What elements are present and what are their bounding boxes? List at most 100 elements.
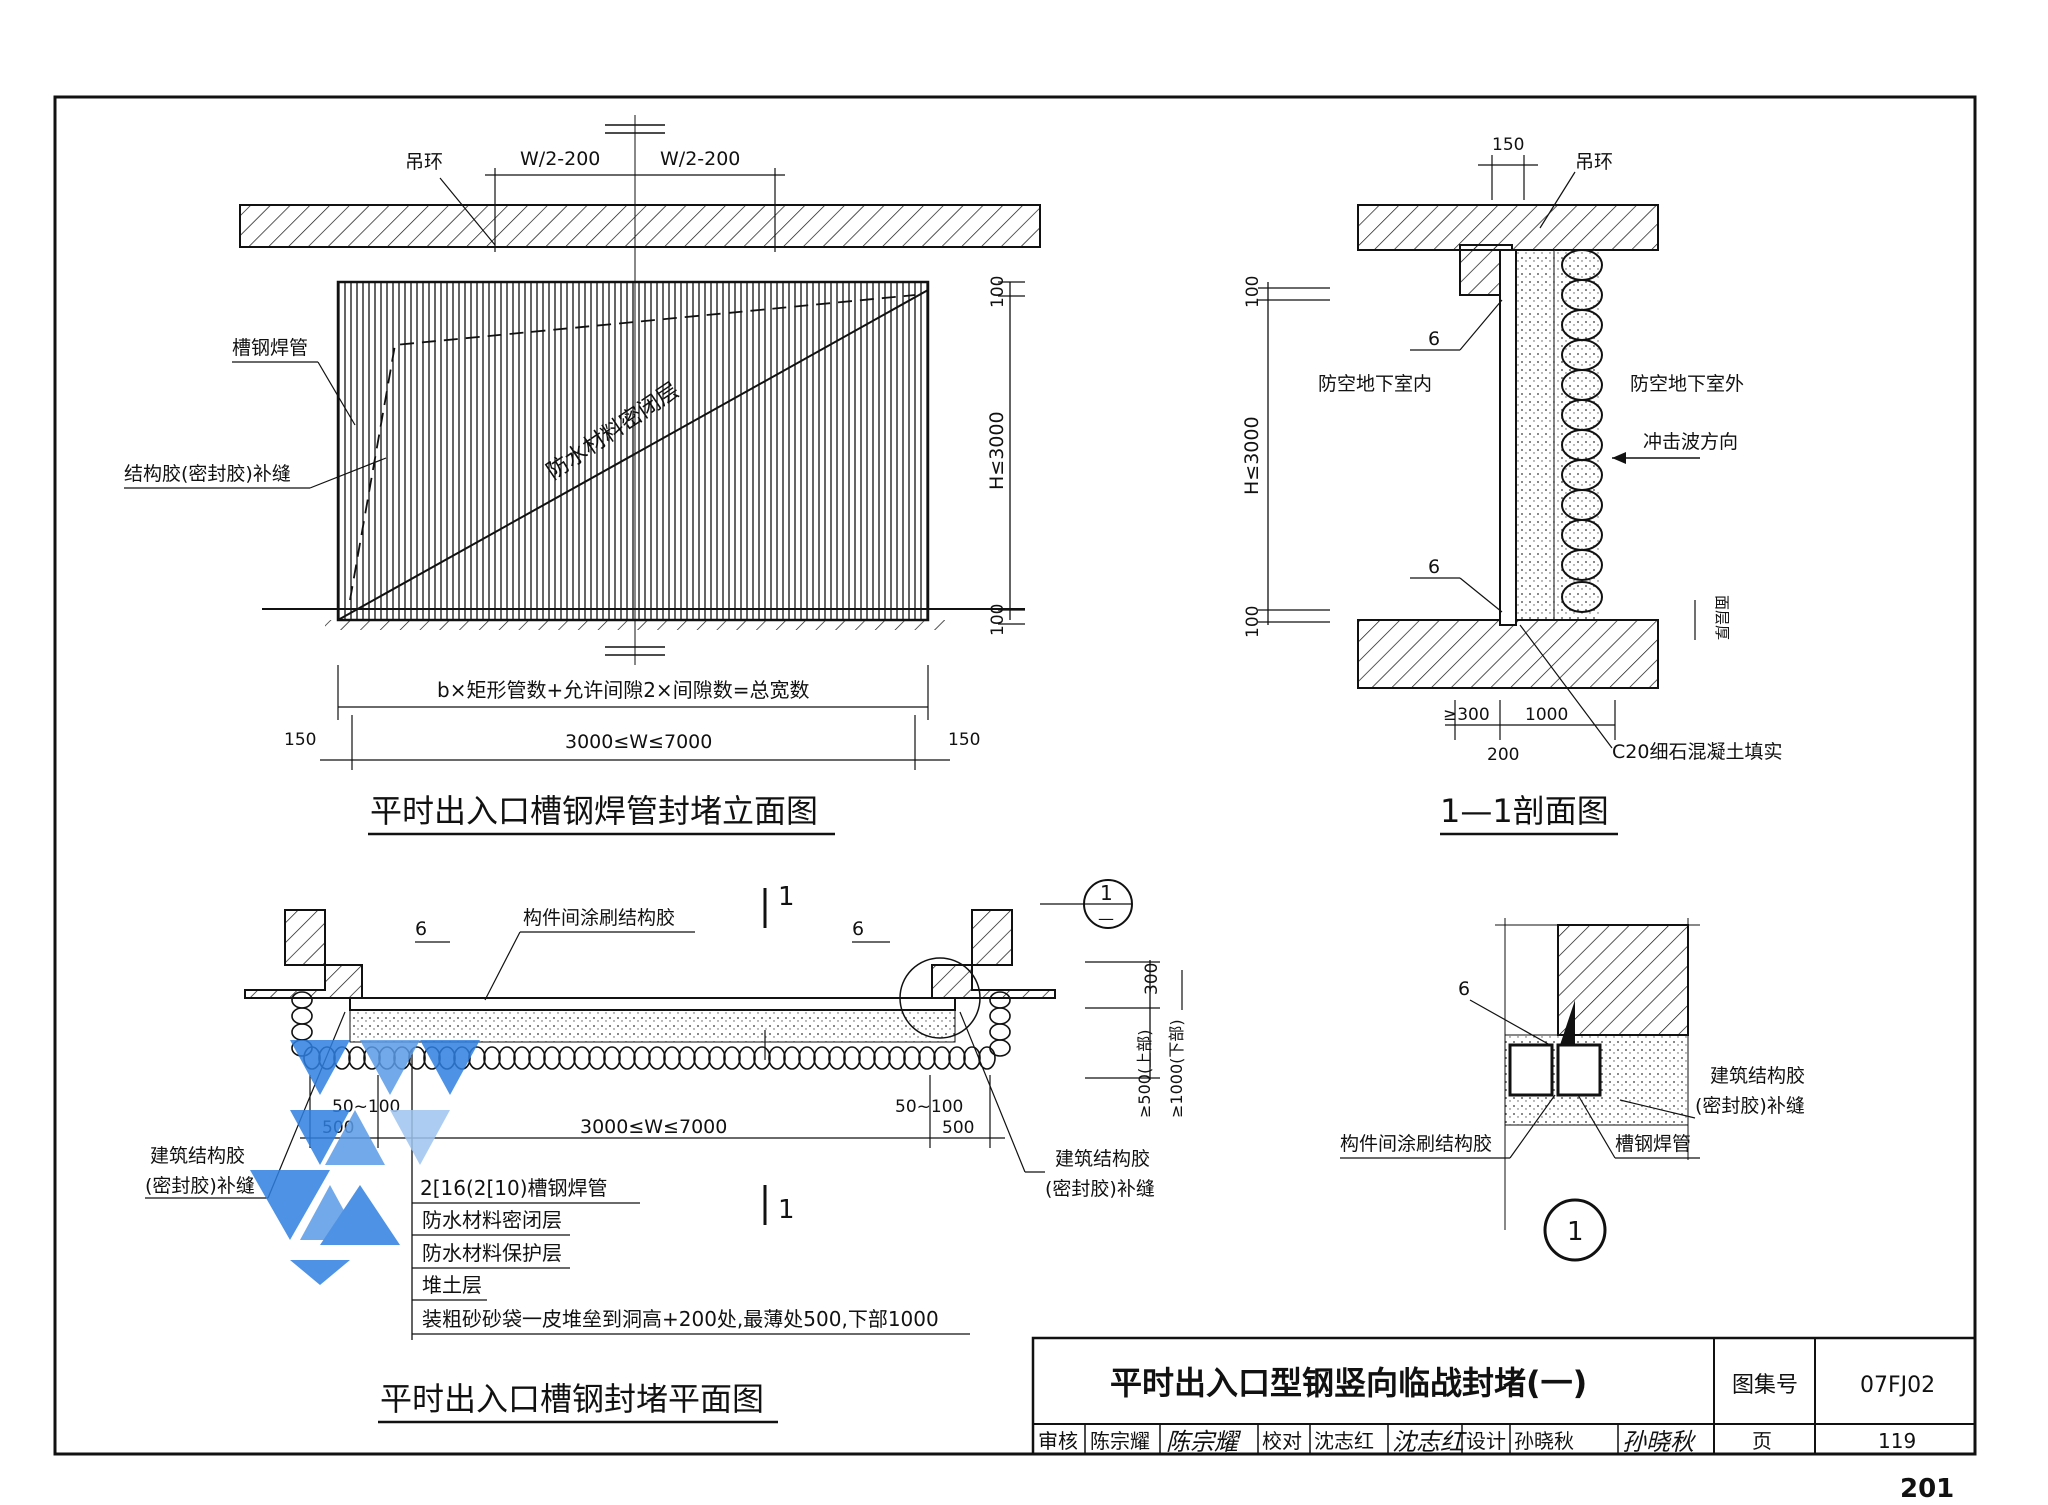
detail-glue-between: 构件间涂刷结构胶 (1340, 1133, 1492, 1155)
book-page-number: 201 (1900, 1474, 1954, 1504)
elevation-dim-width: 3000≤W≤7000 (565, 731, 712, 753)
sandbag (708, 1046, 726, 1070)
section-top-slab (1357, 204, 1659, 251)
sandbag (873, 1046, 891, 1070)
plan-layer-4: 堆土层 (422, 1273, 482, 1297)
plan-layer-2: 防水材料密闭层 (422, 1208, 562, 1232)
detail-channel-pipe: 槽钢焊管 (1615, 1133, 1691, 1155)
sandbag (633, 1046, 651, 1070)
detail-number-circle (1543, 1198, 1607, 1262)
sealant-joint-label: 结构胶(密封胶)补缝 (124, 463, 291, 485)
plan-weld-right: 6 (852, 918, 864, 940)
sandbag (558, 1046, 576, 1070)
plan-section-mark-bottom: 1 (778, 1195, 795, 1225)
section-dim-150: 150 (1492, 135, 1524, 155)
checker-name: 沈志红 (1314, 1429, 1374, 1453)
page-number-in-block: 119 (1878, 1429, 1916, 1453)
section-bottom-slab (1357, 619, 1659, 689)
sandbag (753, 1046, 771, 1070)
sandbag (663, 1046, 681, 1070)
detail-sealant-2: (密封胶)补缝 (1695, 1095, 1805, 1117)
title-block: 平时出入口型钢竖向临战封堵(一) 图集号 07FJ02 审核 陈宗耀 陈宗耀 校… (1031, 1336, 1977, 1456)
sandbag (768, 1046, 786, 1070)
atlas-label: 图集号 (1732, 1373, 1798, 1398)
section-weld-top: 6 (1428, 328, 1440, 350)
section-dim-200: 200 (1487, 745, 1519, 765)
section-floor-finish: 面层厚 (1713, 595, 1731, 640)
plan-layer-5: 装粗砂砂袋一皮堆垒到洞高+200处,最薄处500,下部1000 (422, 1307, 939, 1331)
sandbag (933, 1046, 951, 1070)
sandbag (483, 1046, 501, 1070)
section-drawing: 150 吊环 6 6 防空地下室内 防空地下室外 冲击波方向 100 H≤300… (1241, 135, 1782, 836)
sandbag (513, 1046, 531, 1070)
sandbag (543, 1046, 561, 1070)
sandbag (828, 1046, 846, 1070)
plan-sealant-left-2: (密封胶)补缝 (145, 1175, 255, 1197)
sandbag (618, 1046, 636, 1070)
detail-wall (1557, 924, 1689, 1036)
sandbag (291, 1023, 313, 1041)
detail-channel-right (1556, 1043, 1602, 1097)
channel-pipe-label: 槽钢焊管 (232, 337, 308, 359)
sandbag (573, 1046, 591, 1070)
elevation-side-left: 150 (284, 730, 316, 750)
check-label: 校对 (1262, 1429, 1302, 1453)
sandbag (798, 1046, 816, 1070)
section-channel-steel (1499, 249, 1517, 626)
sandbag (648, 1046, 666, 1070)
section-dim-bottom: 100 (1243, 606, 1263, 638)
section-sandbags (1561, 249, 1603, 613)
plan-dim-width: 3000≤W≤7000 (580, 1116, 727, 1138)
sandbag (843, 1046, 861, 1070)
sandbag (888, 1046, 906, 1070)
sandbag (948, 1046, 966, 1070)
reviewer-name: 陈宗耀 (1090, 1429, 1150, 1453)
section-dim-height: H≤3000 (1241, 416, 1263, 495)
plan-layer-1: 2[16(2[10)槽钢焊管 (420, 1176, 608, 1200)
detail-callout-circle (899, 957, 981, 1039)
elevation-pipe-panel (336, 280, 930, 622)
section-indoor-label: 防空地下室内 (1318, 373, 1432, 395)
designer-signature: 孙晓秋 (1622, 1428, 1697, 1456)
sandbag (813, 1046, 831, 1070)
elevation-dim-top: 100 (988, 276, 1008, 308)
sandbag (738, 1046, 756, 1070)
plan-glue-between: 构件间涂刷结构胶 (523, 907, 675, 929)
sandbag (588, 1046, 606, 1070)
plan-gap-left: 50~100 (332, 1097, 400, 1117)
plan-drawing: 1 1 1 — 6 6 构件间涂刷结构胶 300 ≥500(上部) ≥1000(… (145, 879, 1186, 1424)
detail-channel-left (1508, 1043, 1554, 1097)
section-outdoor-label: 防空地下室外 (1630, 373, 1744, 395)
section-dim-300: ≥300 (1443, 705, 1490, 725)
sandbag (498, 1046, 516, 1070)
section-dim-1000: 1000 (1525, 705, 1568, 725)
plan-sealant-right-2: (密封胶)补缝 (1045, 1178, 1155, 1200)
detail-weld: 6 (1458, 978, 1470, 1000)
plan-sealant-left-1: 建筑结构胶 (150, 1145, 245, 1167)
sandbag (678, 1046, 696, 1070)
section-lifting-ring: 吊环 (1575, 151, 1613, 173)
elevation-title: 平时出入口槽钢焊管封堵立面图 (370, 792, 818, 830)
plan-title: 平时出入口槽钢封堵平面图 (380, 1380, 764, 1418)
elevation-side-right: 150 (948, 730, 980, 750)
elevation-drawing: 吊环 W/2-200 W/2-200 槽钢焊管 结构胶(密封胶)补缝 防水材料密… (124, 115, 1041, 836)
sandbag (783, 1046, 801, 1070)
sandbag (903, 1046, 921, 1070)
lifting-ring-label: 吊环 (405, 151, 443, 173)
sandbag (291, 1007, 313, 1025)
watermark-logo (250, 1040, 480, 1285)
sandbag (723, 1046, 741, 1070)
checker-signature: 沈志红 (1392, 1428, 1467, 1456)
plan-layer-list: 2[16(2[10)槽钢焊管 防水材料密闭层 防水材料保护层 堆土层 装粗砂砂袋… (411, 1050, 970, 1340)
title-block-title: 平时出入口型钢竖向临战封堵(一) (1110, 1364, 1587, 1402)
elevation-sealant-line (349, 294, 916, 601)
half-width-left-dim: W/2-200 (520, 148, 600, 170)
sandbag (963, 1046, 981, 1070)
review-label: 审核 (1038, 1429, 1078, 1453)
reviewer-signature: 陈宗耀 (1166, 1428, 1242, 1456)
sandbag (989, 1023, 1011, 1041)
sandbag (989, 1039, 1011, 1057)
plan-gap-right: 50~100 (895, 1097, 963, 1117)
sandbag (693, 1046, 711, 1070)
